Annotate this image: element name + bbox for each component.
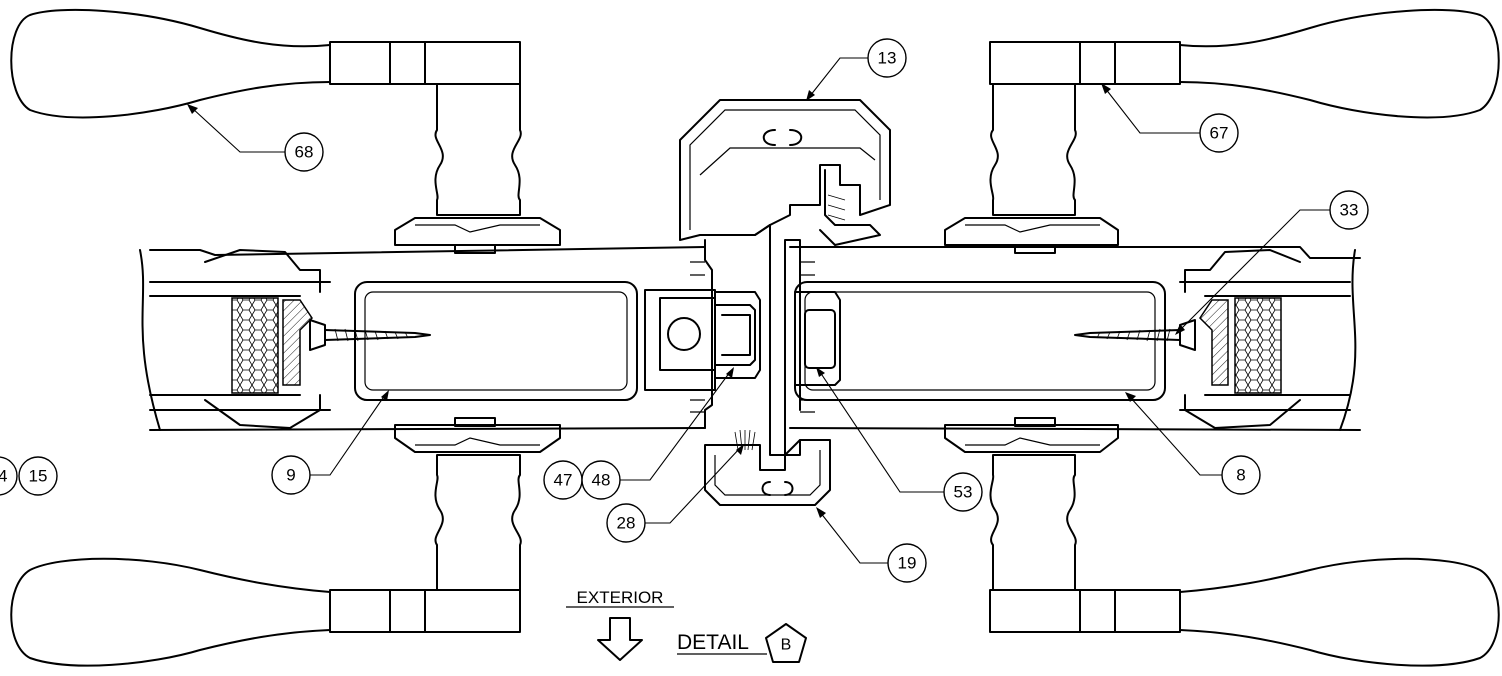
right-glazing-block <box>1199 299 1229 386</box>
left-glazing-block <box>282 299 313 386</box>
callout-14-text: 14 <box>0 467 7 486</box>
callout-47-text: 47 <box>554 471 573 490</box>
detail-ref-text: B <box>781 637 792 654</box>
top-astragal-profile <box>679 99 891 246</box>
leader-lines <box>187 57 1330 564</box>
callout-8: 8 <box>1221 455 1261 495</box>
callout-9: 9 <box>271 455 311 495</box>
lever-handle-bottom-right <box>944 417 1500 667</box>
lever-handle-top-left <box>10 8 561 254</box>
callout-28-text: 28 <box>617 514 636 533</box>
callout-33-text: 33 <box>1340 201 1359 220</box>
callout-19: 19 <box>887 543 927 583</box>
right-screw <box>1074 319 1196 351</box>
detail-pentagon-icon <box>765 623 807 663</box>
right-insulation-core <box>1234 297 1282 394</box>
callout-28: 28 <box>606 503 646 543</box>
detail-title: DETAIL B <box>677 623 807 663</box>
callout-68-text: 68 <box>295 143 314 162</box>
down-arrow-icon <box>597 617 643 661</box>
callout-53-text: 53 <box>954 483 973 502</box>
lever-handle-bottom-left <box>10 417 561 667</box>
left-screw <box>309 319 431 351</box>
detail-label: DETAIL <box>677 631 749 654</box>
right-inner-tube <box>794 281 1166 401</box>
callout-33: 33 <box>1329 190 1369 230</box>
callout-8-text: 8 <box>1236 466 1245 485</box>
callout-15: 15 <box>18 456 58 496</box>
callout-19-text: 19 <box>898 554 917 573</box>
bottom-astragal-profile <box>704 429 831 506</box>
exterior-label: EXTERIOR <box>577 588 664 607</box>
left-inner-tube <box>354 281 638 401</box>
callout-9-text: 9 <box>286 466 295 485</box>
callout-13-text: 13 <box>878 49 897 68</box>
callout-48: 48 <box>581 460 621 500</box>
exterior-indicator: EXTERIOR <box>566 588 674 661</box>
callout-14: 14 <box>0 456 18 496</box>
callout-48-text: 48 <box>592 471 611 490</box>
lever-handle-top-right <box>944 8 1500 254</box>
callout-67-text: 67 <box>1210 124 1229 143</box>
callout-68: 68 <box>284 132 324 172</box>
callout-53: 53 <box>943 472 983 512</box>
callout-13: 13 <box>867 38 907 78</box>
left-insulation-core <box>231 297 279 394</box>
callout-47: 47 <box>543 460 583 500</box>
door-frame-profile <box>139 246 1361 431</box>
callout-15-text: 15 <box>29 467 48 486</box>
callout-67: 67 <box>1199 113 1239 153</box>
latch-mechanism <box>644 224 841 456</box>
